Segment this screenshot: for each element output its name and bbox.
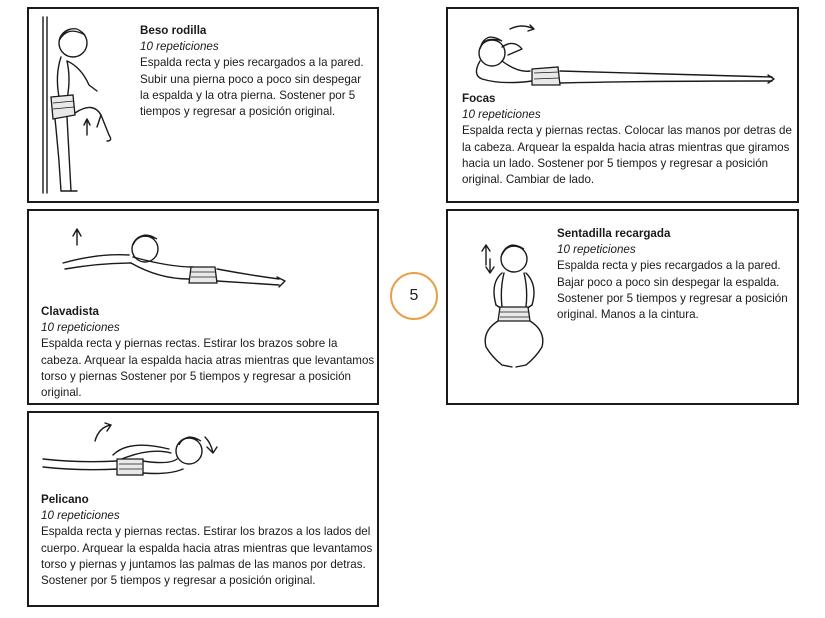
page-number-badge: 5 xyxy=(390,272,438,320)
exercise-reps: 10 repeticiones xyxy=(462,108,541,122)
exercise-card-sentadilla-recargada: Sentadilla recargada 10 repeticiones Esp… xyxy=(446,209,799,405)
exercise-description: Espalda recta y pies recargados a la par… xyxy=(140,56,364,119)
exercise-title: Beso rodilla xyxy=(140,24,207,37)
exercise-description: Espalda recta y pies recargados a la par… xyxy=(557,259,788,322)
focas-text: Focas 10 repeticiones Espalda recta y pi… xyxy=(462,91,792,188)
exercise-card-clavadista: Clavadista 10 repeticiones Espalda recta… xyxy=(27,209,379,405)
page-number: 5 xyxy=(409,287,419,304)
clavadista-text: Clavadista 10 repeticiones Espalda recta… xyxy=(41,304,375,401)
exercise-description: Espalda recta y piernas rectas. Estirar … xyxy=(41,337,375,400)
exercise-title: Clavadista xyxy=(41,305,99,318)
exercise-description: Espalda recta y piernas rectas. Estirar … xyxy=(41,525,373,588)
focas-illustration xyxy=(462,15,782,95)
exercise-title: Focas xyxy=(462,92,496,105)
exercise-card-beso-rodilla: Beso rodilla 10 repeticiones Espalda rec… xyxy=(27,7,379,203)
exercise-description: Espalda recta y piernas rectas. Colocar … xyxy=(462,124,792,187)
exercise-reps: 10 repeticiones xyxy=(140,40,219,54)
exercise-card-focas: Focas 10 repeticiones Espalda recta y pi… xyxy=(446,7,799,203)
exercise-reps: 10 repeticiones xyxy=(41,321,120,335)
beso-rodilla-illustration xyxy=(37,15,127,195)
sentadilla-recargada-text: Sentadilla recargada 10 repeticiones Esp… xyxy=(557,226,795,323)
pelicano-illustration xyxy=(39,419,239,489)
exercise-card-pelicano: Pelicano 10 repeticiones Espalda recta y… xyxy=(27,411,379,607)
pelicano-text: Pelicano 10 repeticiones Espalda recta y… xyxy=(41,492,375,589)
exercise-reps: 10 repeticiones xyxy=(41,509,120,523)
beso-rodilla-text: Beso rodilla 10 repeticiones Espalda rec… xyxy=(140,23,372,120)
exercise-reps: 10 repeticiones xyxy=(557,243,636,257)
sentadilla-recargada-illustration xyxy=(462,235,562,375)
exercise-title: Sentadilla recargada xyxy=(557,227,671,240)
exercise-title: Pelicano xyxy=(41,493,89,506)
clavadista-illustration xyxy=(59,223,289,303)
